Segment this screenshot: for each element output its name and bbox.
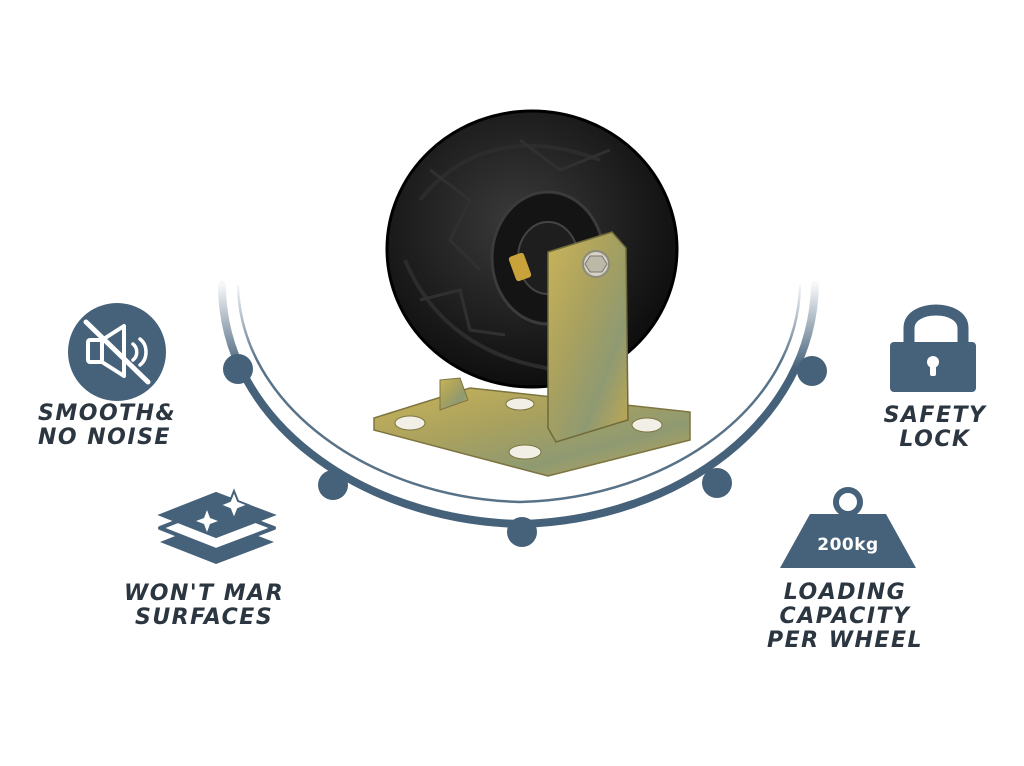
muted-speaker-icon (68, 303, 166, 401)
lock-label-line: SAFETY (883, 403, 987, 428)
caster-wheel-image (373, 109, 691, 477)
load-label-line: LOADING (783, 580, 907, 605)
mar-label-line: SURFACES (134, 605, 274, 630)
arc-dot (507, 517, 537, 547)
smooth-label-line: SMOOTH& (38, 401, 177, 426)
mar-label-line: WON'T MAR (124, 581, 285, 606)
capacity-badge-text: 200kg (817, 535, 878, 555)
load-label-line: CAPACITY (779, 604, 911, 629)
smooth-label-line: NO NOISE (38, 425, 171, 450)
arc-dot (223, 354, 253, 384)
lock-label-line: LOCK (899, 427, 971, 452)
padlock-icon (890, 304, 976, 392)
layered-surface-icon (157, 488, 277, 564)
arc-dot (318, 470, 348, 500)
loading-capacity-label: LOADING CAPACITY PER WHEEL (752, 581, 938, 653)
safety-lock-label: SAFETY LOCK (872, 404, 998, 452)
arc-dot (702, 468, 732, 498)
smooth-no-noise-label: SMOOTH& NO NOISE (38, 402, 176, 450)
load-label-line: PER WHEEL (766, 628, 923, 653)
wont-mar-surfaces-label: WON'T MAR SURFACES (124, 582, 284, 630)
weight-icon: 200kg (780, 487, 916, 568)
arc-dot (797, 356, 827, 386)
arc-decoration (218, 281, 827, 547)
